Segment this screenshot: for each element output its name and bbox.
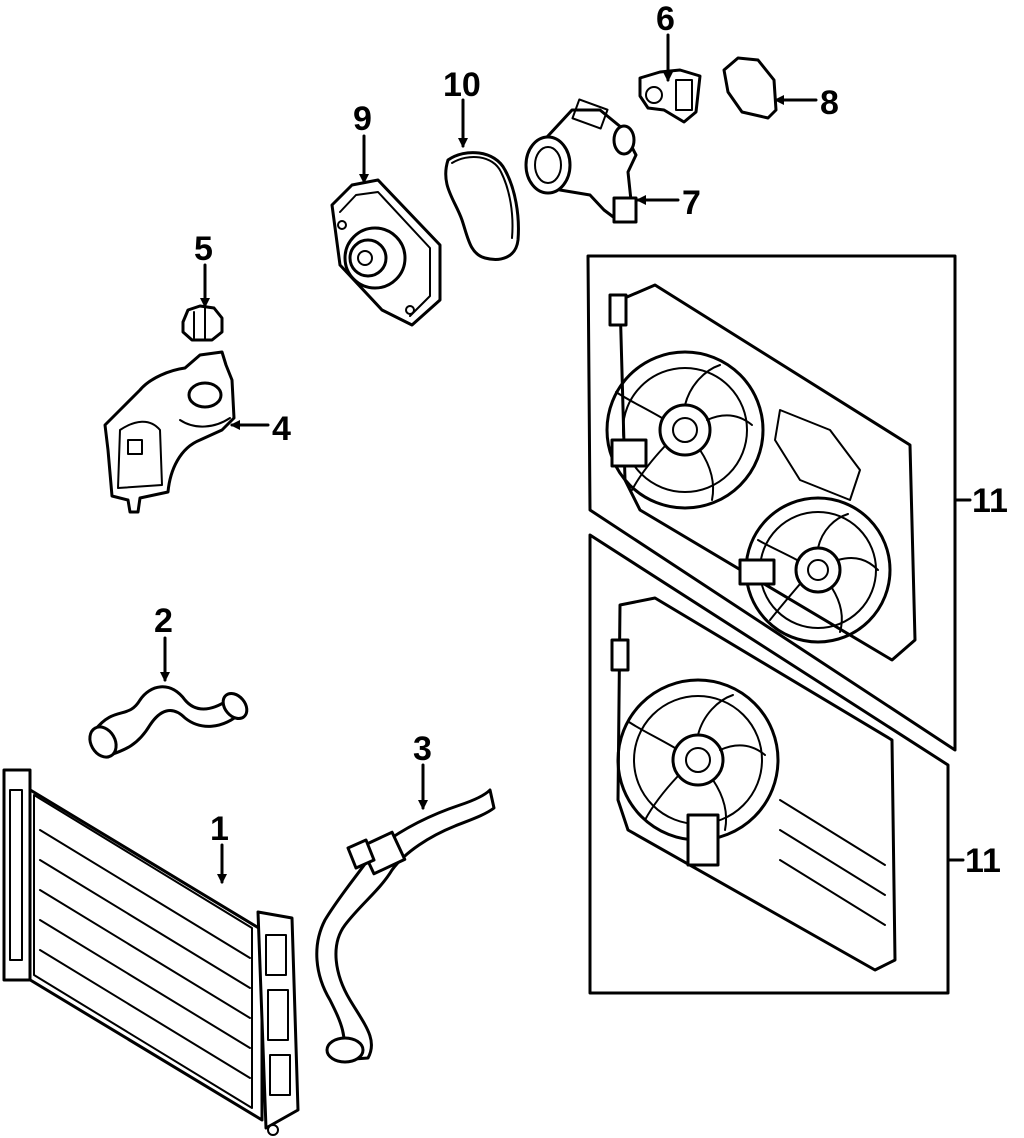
callout-labels: 1 2 3 4 5 6 7 8 9 10 11 11 [154,0,1008,880]
callout-2: 2 [154,602,173,640]
housing-gasket-part[interactable] [722,56,778,120]
callout-5: 5 [194,230,213,268]
fan-assembly-dual-part[interactable] [586,254,957,752]
callout-3: 3 [413,730,432,768]
callout-11-upper: 11 [972,482,1008,520]
upper-hose-part[interactable] [85,685,252,762]
callout-7: 7 [682,184,701,222]
reservoir-cap-part[interactable] [181,304,224,342]
callout-11-lower: 11 [965,842,1001,880]
callout-8: 8 [820,84,839,122]
pump-gasket-part[interactable] [444,151,520,261]
leader-arrows [160,33,972,884]
water-pump-part[interactable] [330,178,442,327]
thermostat-housing-part[interactable] [524,98,638,224]
temperature-sensor-part[interactable] [638,68,702,124]
radiator-part[interactable] [2,768,300,1136]
callout-6: 6 [656,0,675,38]
callout-9: 9 [353,100,372,138]
lower-hose-part[interactable] [315,788,496,1064]
callout-1: 1 [210,810,229,848]
reservoir-part[interactable] [103,350,236,514]
callout-10: 10 [443,66,481,104]
callout-4: 4 [272,410,291,448]
fan-assembly-single-part[interactable] [588,533,950,995]
